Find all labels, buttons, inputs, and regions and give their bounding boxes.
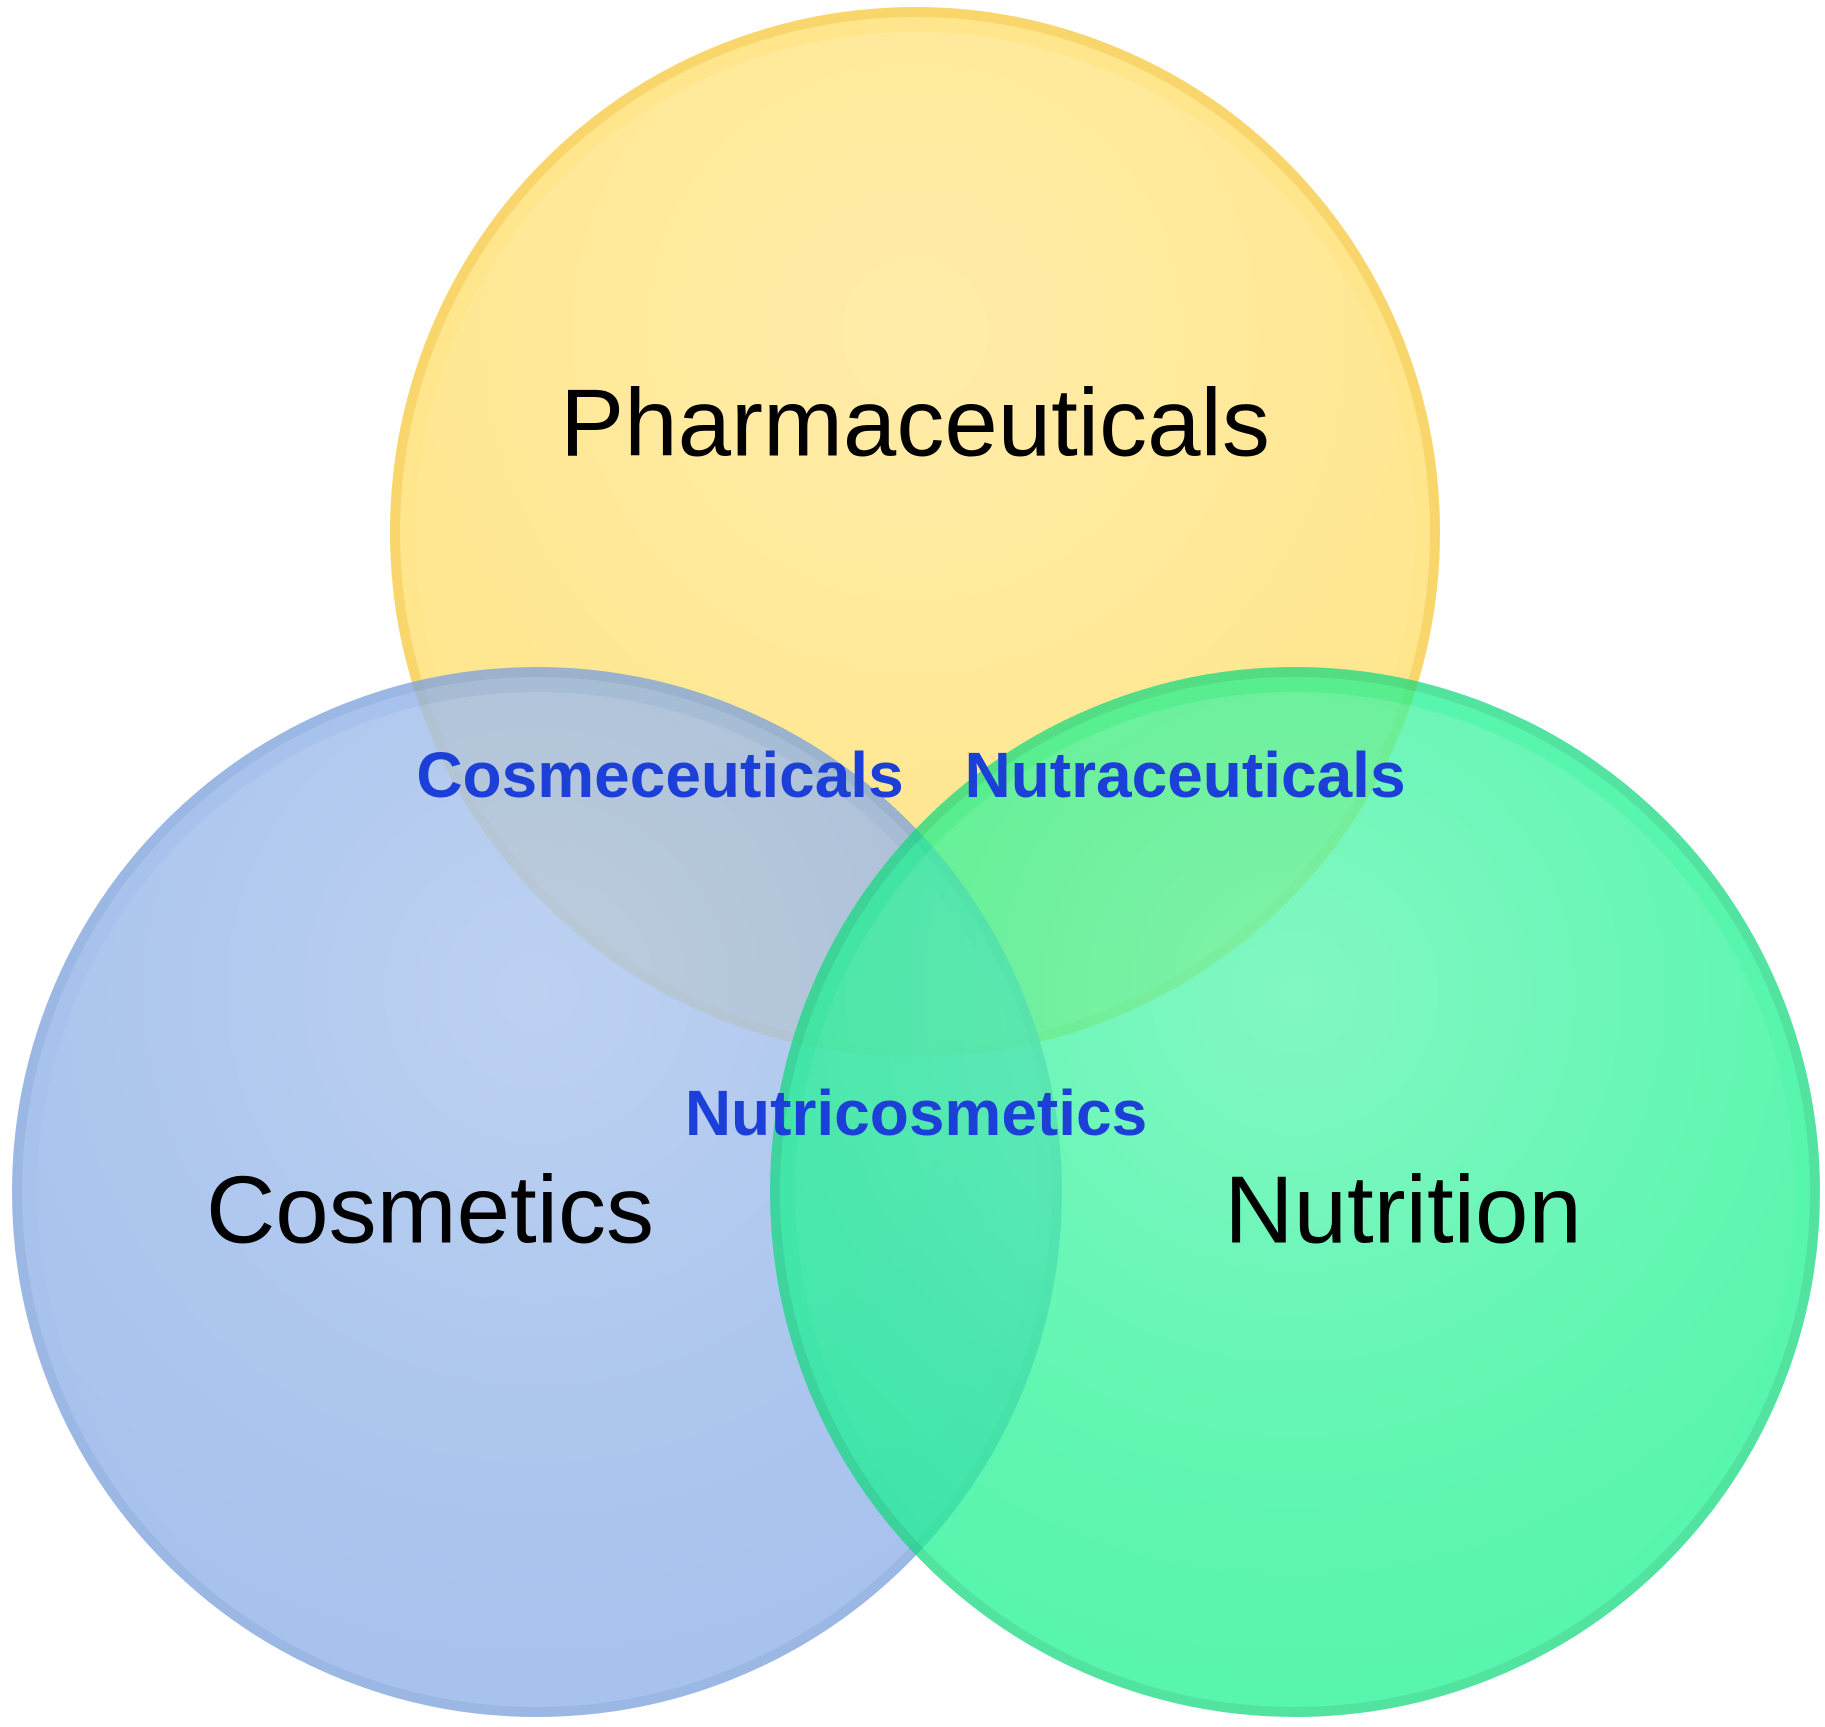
circle-nutrition-group — [770, 667, 1820, 1717]
label-nutrition: Nutrition — [1224, 1156, 1581, 1263]
label-nutraceuticals: Nutraceuticals — [964, 739, 1405, 811]
circle-cosmetics-shine — [37, 692, 1037, 1692]
circle-cosmetics-group — [12, 667, 1062, 1717]
label-cosmetics: Cosmetics — [206, 1156, 654, 1263]
label-nutricosmetics: Nutricosmetics — [685, 1077, 1147, 1149]
label-pharmaceuticals: Pharmaceuticals — [560, 369, 1270, 476]
label-cosmeceuticals: Cosmeceuticals — [416, 739, 903, 811]
circle-nutrition-shine — [795, 692, 1795, 1692]
